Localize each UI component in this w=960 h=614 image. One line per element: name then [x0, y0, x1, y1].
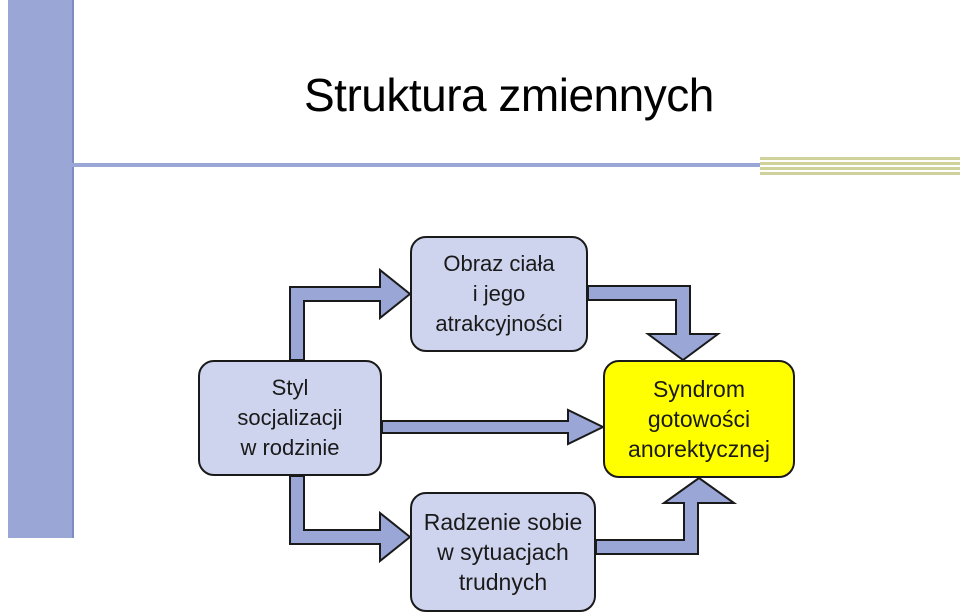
left-decor-bar	[8, 0, 74, 538]
node-obraz-ciala: Obraz ciała i jego atrakcyjności	[410, 236, 588, 352]
arrow-obraz-to-syndrom	[587, 285, 722, 362]
arrow-styl-to-radzenie	[289, 475, 412, 564]
arrow-radzenie-to-syndrom	[595, 476, 738, 555]
node-radzenie-sobie: Radzenie sobie w sytuacjach trudnych	[410, 492, 596, 612]
slide-title: Struktura zmiennych	[304, 69, 714, 121]
arrow-styl-to-syndrom	[381, 408, 606, 446]
title-divider-accent	[760, 157, 960, 175]
node-syndrom-gotowosci: Syndrom gotowości anorektycznej	[603, 360, 795, 478]
title-divider	[46, 163, 960, 167]
node-styl-socjalizacji: Styl socjalizacji w rodzinie	[198, 360, 382, 476]
arrow-styl-to-obraz	[289, 267, 412, 361]
